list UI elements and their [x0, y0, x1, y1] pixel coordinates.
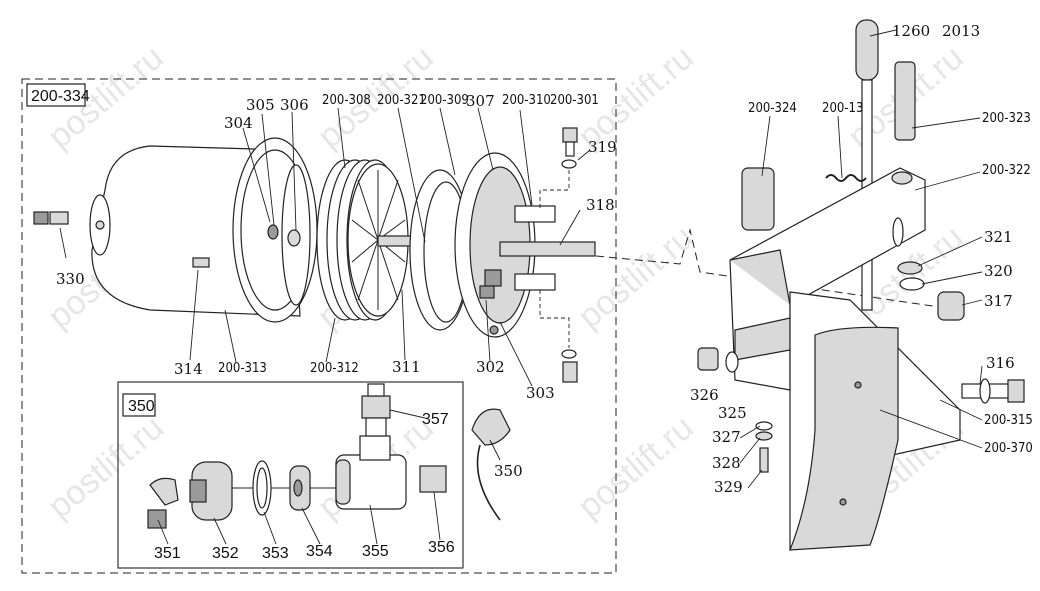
subassembly-box-350: [117, 381, 464, 569]
label-327: 327: [712, 428, 741, 446]
label-353: 353: [262, 545, 289, 562]
label-302: 302: [476, 358, 505, 376]
bolt-200-301: [561, 127, 578, 169]
label-316: 316: [986, 354, 1015, 372]
washer-321: [897, 261, 923, 275]
nut-352: [189, 461, 233, 521]
label-200-322: 200-322: [982, 163, 1031, 178]
label-325: 325: [718, 404, 747, 422]
washer-325: [725, 351, 739, 373]
elbow-fitting-351: [147, 477, 179, 529]
label-200-315: 200-315: [984, 413, 1033, 428]
screw-314: [189, 257, 210, 361]
label-200-323: 200-323: [982, 111, 1031, 126]
label-305: 305: [246, 96, 275, 114]
part-labels: 1260 2013 200-323 200-324 200-13 200-322…: [56, 22, 1033, 562]
label-328: 328: [712, 454, 741, 472]
label-200-321: 200-321: [377, 93, 426, 108]
label-200-301: 200-301: [550, 93, 599, 108]
label-355: 355: [362, 543, 389, 560]
sensor-350: [471, 408, 511, 521]
ring-306: [281, 164, 311, 306]
label-306: 306: [280, 96, 309, 114]
label-304: 304: [224, 114, 253, 132]
washer-320: [899, 277, 925, 291]
bolt-lower: [561, 349, 578, 383]
label-200-308: 200-308: [322, 93, 371, 108]
label-354: 354: [306, 543, 333, 560]
pad-200-370: [789, 326, 899, 551]
cap-356: [419, 465, 447, 493]
assembly-box-label-frame: [26, 83, 86, 107]
sleeve-200-324: [741, 167, 775, 231]
watermark: postlift.ru: [571, 408, 701, 526]
label-329: 329: [714, 478, 743, 496]
label-330: 330: [56, 270, 85, 288]
label-356: 356: [428, 539, 455, 556]
label-314: 314: [174, 360, 203, 378]
label-352: 352: [212, 545, 239, 562]
fitting-357: [361, 383, 391, 437]
leader-lines: [157, 29, 983, 545]
ring-354: [289, 465, 311, 511]
label-311: 311: [392, 358, 421, 376]
label-200-312: 200-312: [310, 361, 359, 376]
label-200-310: 200-310: [502, 93, 551, 108]
housing-307: [454, 152, 596, 338]
label-320: 320: [984, 262, 1013, 280]
label-319: 319: [588, 138, 617, 156]
label-1260: 1260: [892, 22, 930, 40]
label-357: 357: [422, 411, 449, 428]
label-200-309: 200-309: [420, 93, 469, 108]
spring-pack-200-308: [316, 159, 429, 321]
subassembly-box-label: 350: [128, 398, 155, 415]
bracket-200-322: [729, 167, 926, 391]
watermark: postlift.ru: [41, 408, 171, 526]
label-200-13: 200-13: [822, 101, 863, 116]
bolt-316: [961, 378, 1025, 404]
label-307: 307: [466, 92, 495, 110]
label-200-324: 200-324: [748, 101, 797, 116]
nut-317: [937, 291, 965, 321]
nut-326: [697, 347, 719, 371]
label-200-313: 200-313: [218, 361, 267, 376]
subassembly-box-label-frame: [122, 393, 156, 417]
label-350: 350: [494, 462, 523, 480]
label-326: 326: [690, 386, 719, 404]
fitting-330: [33, 211, 69, 259]
label-351: 351: [154, 545, 181, 562]
label-2013: 2013: [942, 22, 980, 40]
assembly-box-200-334: [21, 78, 617, 574]
spring-200-13: [825, 174, 867, 182]
label-317: 317: [984, 292, 1013, 310]
label-321: 321: [984, 228, 1013, 246]
assembly-box-label: 200-334: [31, 88, 90, 105]
label-318: 318: [586, 196, 615, 214]
label-200-370: 200-370: [984, 441, 1033, 456]
label-303: 303: [526, 384, 555, 402]
washers-327-328: [755, 421, 773, 473]
washer-353: [252, 460, 272, 516]
pin-200-323: [894, 61, 916, 141]
watermark: postlift.ru: [571, 218, 701, 336]
